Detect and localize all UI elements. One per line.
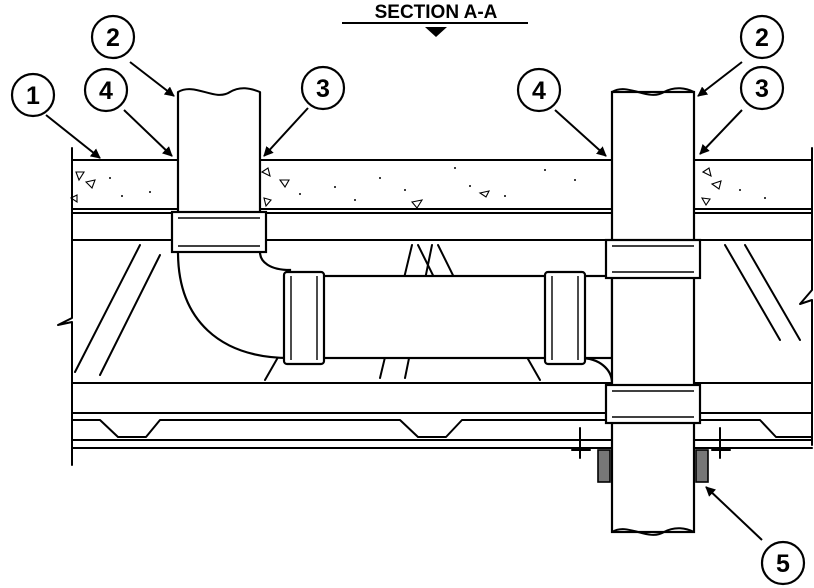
callout-3-left: 3: [300, 65, 346, 111]
callout-2-left: 2: [90, 14, 136, 60]
section-marker-triangle: [425, 27, 447, 37]
right-break-line: [799, 147, 813, 446]
horizontal-pipe-run: [282, 270, 614, 384]
callout-3-left-label: 3: [316, 75, 330, 103]
callout-4-right-label: 4: [532, 77, 546, 105]
concrete-aggregate-marks: [69, 167, 766, 209]
left-riser-pipe: [170, 87, 292, 360]
callout-2-left-label: 2: [106, 24, 120, 52]
callout-1-label: 1: [26, 82, 40, 110]
callout-3-right: 3: [739, 65, 785, 111]
right-vertical-stack: [604, 87, 702, 536]
section-title-text: SECTION A-A: [375, 2, 498, 23]
callout-3-right-label: 3: [755, 75, 769, 103]
ceiling-sleeve-assembly: [571, 427, 731, 483]
callout-4-left: 4: [83, 67, 129, 113]
callout-5: 5: [760, 540, 806, 586]
section-title: SECTION A-A: [342, 2, 528, 37]
callout-2-right: 2: [739, 14, 785, 60]
left-break-line: [57, 147, 73, 466]
callout-2-right-label: 2: [755, 24, 769, 52]
leader-lines: [45, 61, 763, 541]
callout-4-right: 4: [516, 67, 562, 113]
callout-1: 1: [10, 72, 56, 118]
callout-5-label: 5: [776, 550, 790, 578]
callout-4-left-label: 4: [99, 77, 113, 105]
